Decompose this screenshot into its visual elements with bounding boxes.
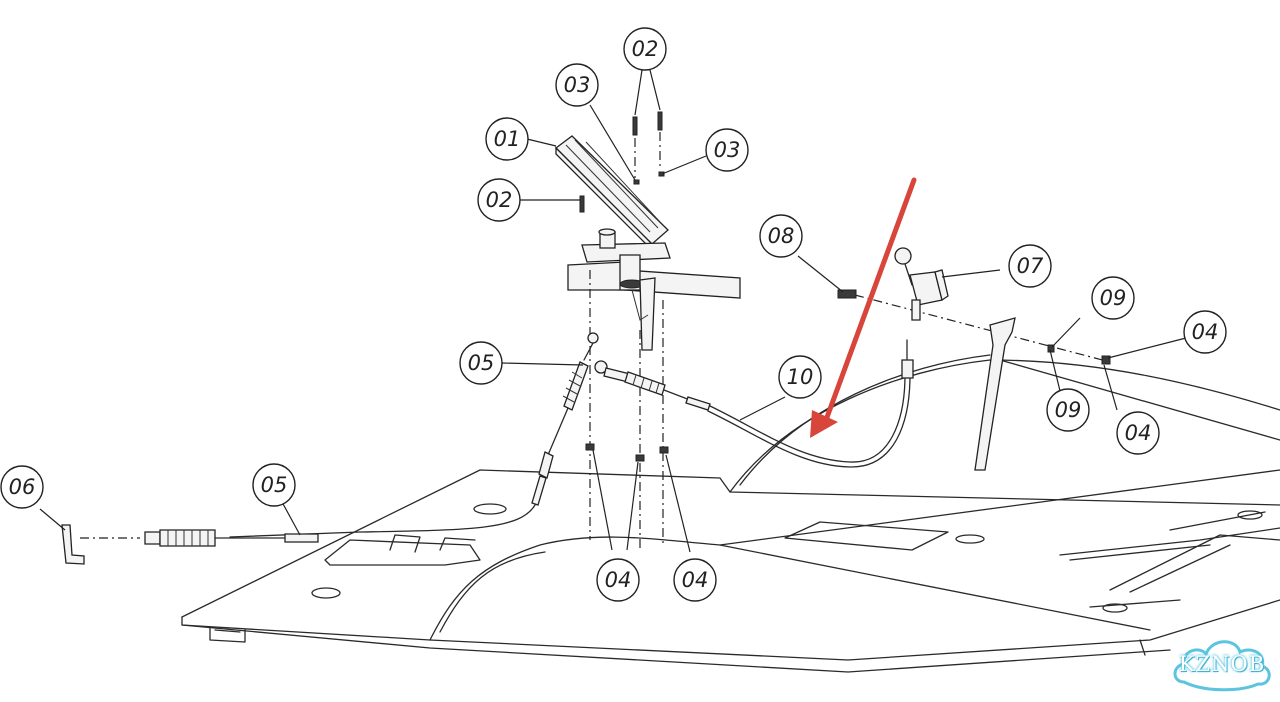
svg-text:04: 04	[682, 568, 709, 592]
callout-04-lower-right: 04	[1116, 411, 1160, 455]
callout-04-bottom-left: 04	[596, 558, 640, 602]
callout-08: 08	[759, 214, 803, 258]
svg-text:08: 08	[768, 224, 795, 248]
svg-text:04: 04	[1125, 421, 1152, 445]
bracket-06	[61, 524, 85, 565]
pedal-bracket	[567, 228, 741, 351]
screws	[579, 111, 665, 213]
svg-text:09: 09	[1100, 286, 1127, 310]
callout-10: 10	[778, 355, 822, 399]
svg-text:02: 02	[632, 37, 659, 61]
callout-02-top: 02	[623, 27, 667, 71]
callout-06: 06	[0, 465, 44, 509]
svg-text:01: 01	[494, 127, 521, 151]
svg-text:05: 05	[261, 473, 288, 497]
callout-05-left: 05	[252, 463, 296, 507]
callout-03-top: 03	[555, 63, 599, 107]
assembly-centerlines	[80, 132, 1111, 550]
callout-09-upper: 09	[1091, 276, 1135, 320]
svg-text:10: 10	[787, 365, 814, 389]
cable-05-upper	[229, 332, 599, 538]
svg-text:07: 07	[1017, 254, 1044, 278]
svg-text:09: 09	[1055, 398, 1082, 422]
callout-07: 07	[1008, 244, 1052, 288]
callout-09-lower: 09	[1046, 388, 1090, 432]
leader-lines	[39, 69, 1187, 553]
indicator-arrow	[810, 177, 917, 438]
hand-throttle-07	[837, 247, 949, 321]
callout-04-bottom-right: 04	[673, 558, 717, 602]
svg-text:04: 04	[605, 568, 632, 592]
svg-text:03: 03	[714, 138, 741, 162]
watermark-logo: KZNOB	[1178, 652, 1266, 676]
callout-01: 01	[485, 117, 529, 161]
svg-text:04: 04	[1192, 320, 1219, 344]
callout-05-center: 05	[459, 341, 503, 385]
nuts	[585, 344, 1111, 462]
cable-05-lower	[144, 529, 319, 547]
callout-02-left: 02	[477, 178, 521, 222]
floor-pan	[181, 354, 1280, 673]
accelerator-pedal	[555, 135, 669, 252]
callout-04-upper-right: 04	[1183, 310, 1227, 354]
svg-text:02: 02	[486, 188, 513, 212]
svg-text:06: 06	[9, 475, 36, 499]
throttle-lever-plate	[974, 317, 1016, 471]
callout-03-right: 03	[705, 128, 749, 172]
svg-text:05: 05	[468, 351, 495, 375]
throttle-cable-10	[594, 339, 914, 468]
svg-text:03: 03	[564, 73, 591, 97]
watermark-cloud	[1173, 640, 1271, 692]
